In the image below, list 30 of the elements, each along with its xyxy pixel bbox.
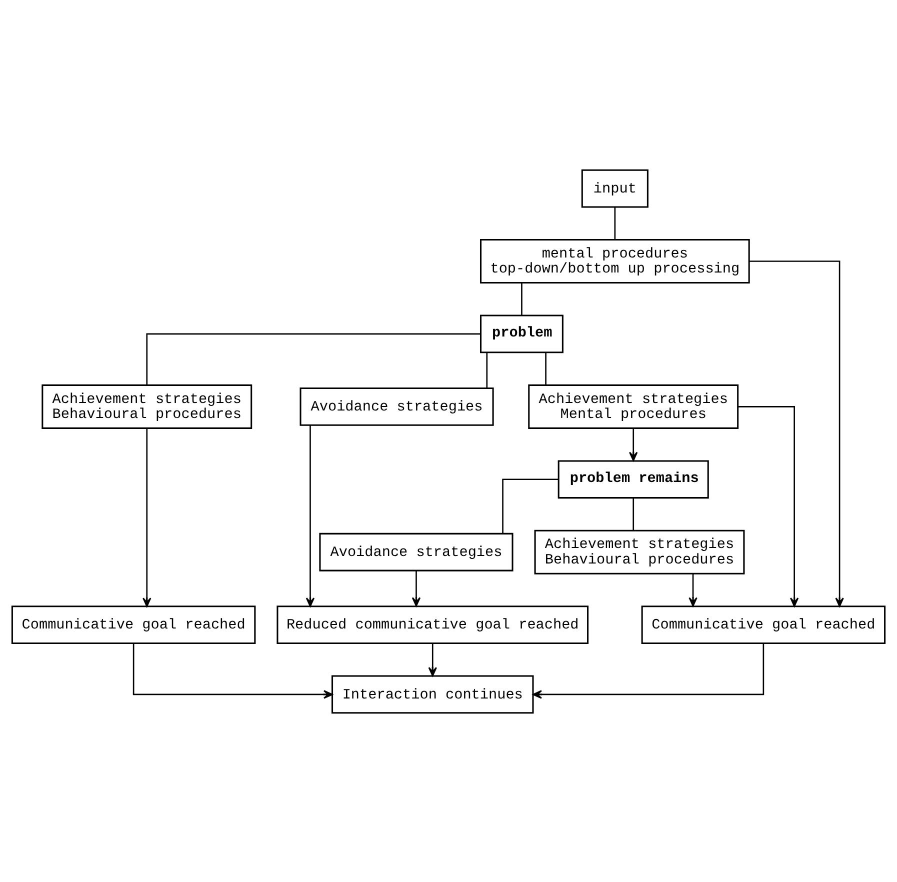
arrow — [428, 642, 437, 676]
node-box: input — [581, 168, 648, 208]
node-box: mental procedures top-down/bottom up processing — [480, 238, 750, 284]
arrow — [749, 260, 844, 606]
arrow — [132, 642, 333, 698]
arrow — [688, 573, 698, 606]
node-box: Interaction continues — [331, 674, 534, 714]
connector — [545, 352, 546, 384]
arrow — [412, 570, 421, 606]
node-box: Achievement strategies Behavioural procedures — [534, 529, 745, 574]
node-box: Communicative goal reached — [641, 605, 886, 644]
arrow — [738, 406, 799, 606]
arrow — [142, 428, 152, 606]
arrow — [306, 424, 315, 606]
connector — [632, 498, 634, 530]
arrow — [629, 428, 638, 461]
connector — [521, 282, 522, 315]
node-box: Reduced communicative goal reached — [276, 605, 589, 644]
node-box: problem — [480, 314, 564, 353]
node-box: Communicative goal reached — [11, 605, 256, 644]
connector — [146, 332, 481, 384]
node-box: Avoidance strategies — [319, 532, 514, 571]
connector — [614, 206, 616, 239]
arrow — [532, 642, 764, 698]
node-box: Avoidance strategies — [300, 386, 494, 426]
connector — [486, 352, 488, 388]
node-box: problem remains — [558, 460, 709, 498]
node-box: Achievement strategies Mental procedures — [528, 384, 739, 428]
connector — [502, 478, 559, 533]
node-box: Achievement strategies Behavioural procedures — [42, 384, 252, 428]
